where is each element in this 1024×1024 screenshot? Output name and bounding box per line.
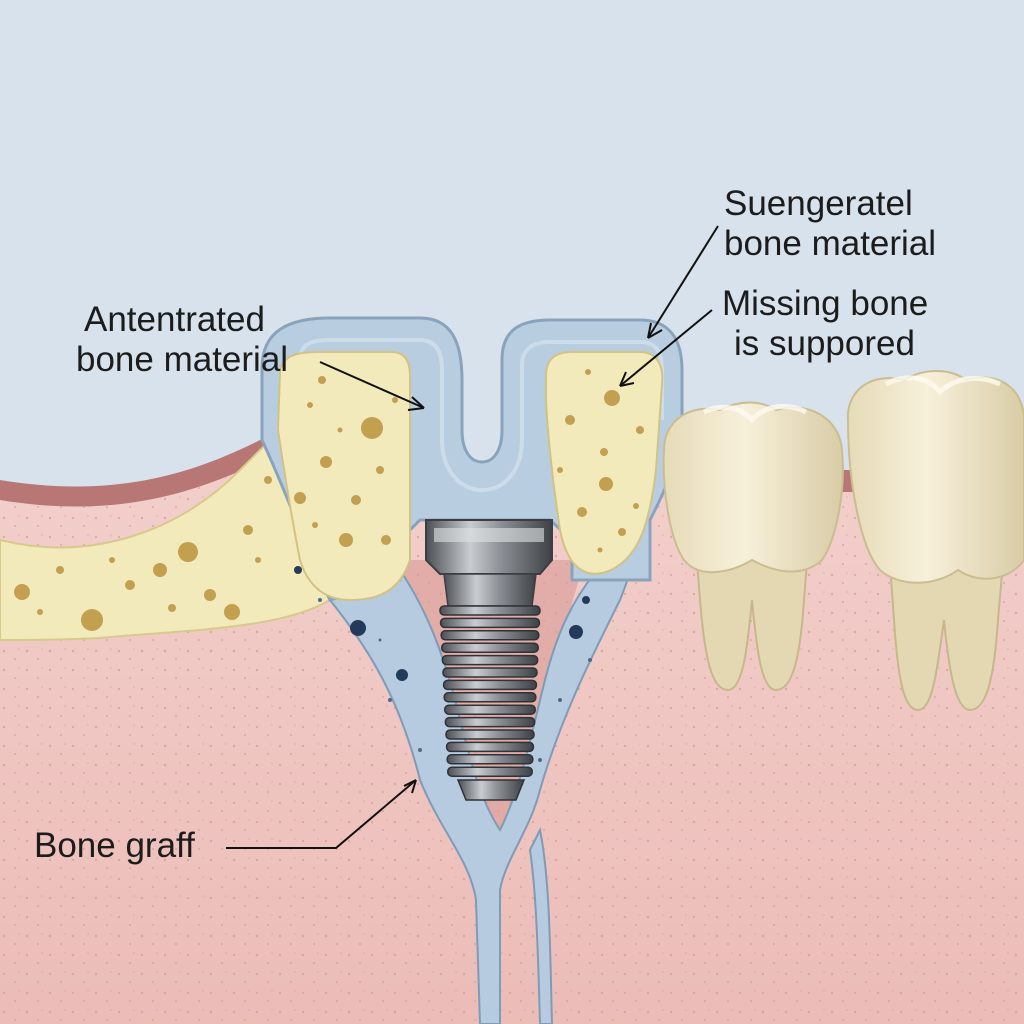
implant-thread [442, 643, 538, 652]
label-bone-graft-text: Bone graff [34, 826, 195, 866]
implant-thread [440, 606, 540, 615]
implant-thread [441, 631, 539, 640]
label-suengeratel-bone-material: Suengeratel bone material [724, 184, 936, 264]
label-suengeratel-line2: bone material [724, 224, 936, 264]
implant-thread [447, 742, 534, 751]
label-bone-graft: Bone graff [34, 826, 195, 866]
label-missing-line2: is suppored [722, 324, 928, 364]
implant-thread [444, 680, 537, 689]
label-missing-bone: Missing bone is suppored [722, 284, 928, 364]
implant-thread [445, 718, 534, 727]
label-missing-line1: Missing bone [722, 284, 928, 324]
label-augmented-line1: Antentrated [76, 300, 288, 340]
implant-thread [445, 705, 535, 714]
label-augmented-line2: bone material [76, 340, 288, 380]
label-augmented-bone-material: Antentrated bone material [76, 300, 288, 380]
implant-thread [444, 693, 536, 702]
implant-thread [443, 668, 537, 677]
implant-thread [448, 767, 532, 776]
implant-thread [442, 656, 537, 665]
label-suengeratel-line1: Suengeratel [724, 184, 936, 224]
implant-thread [447, 755, 533, 764]
implant-thread [441, 618, 540, 627]
implant-thread [446, 730, 534, 739]
